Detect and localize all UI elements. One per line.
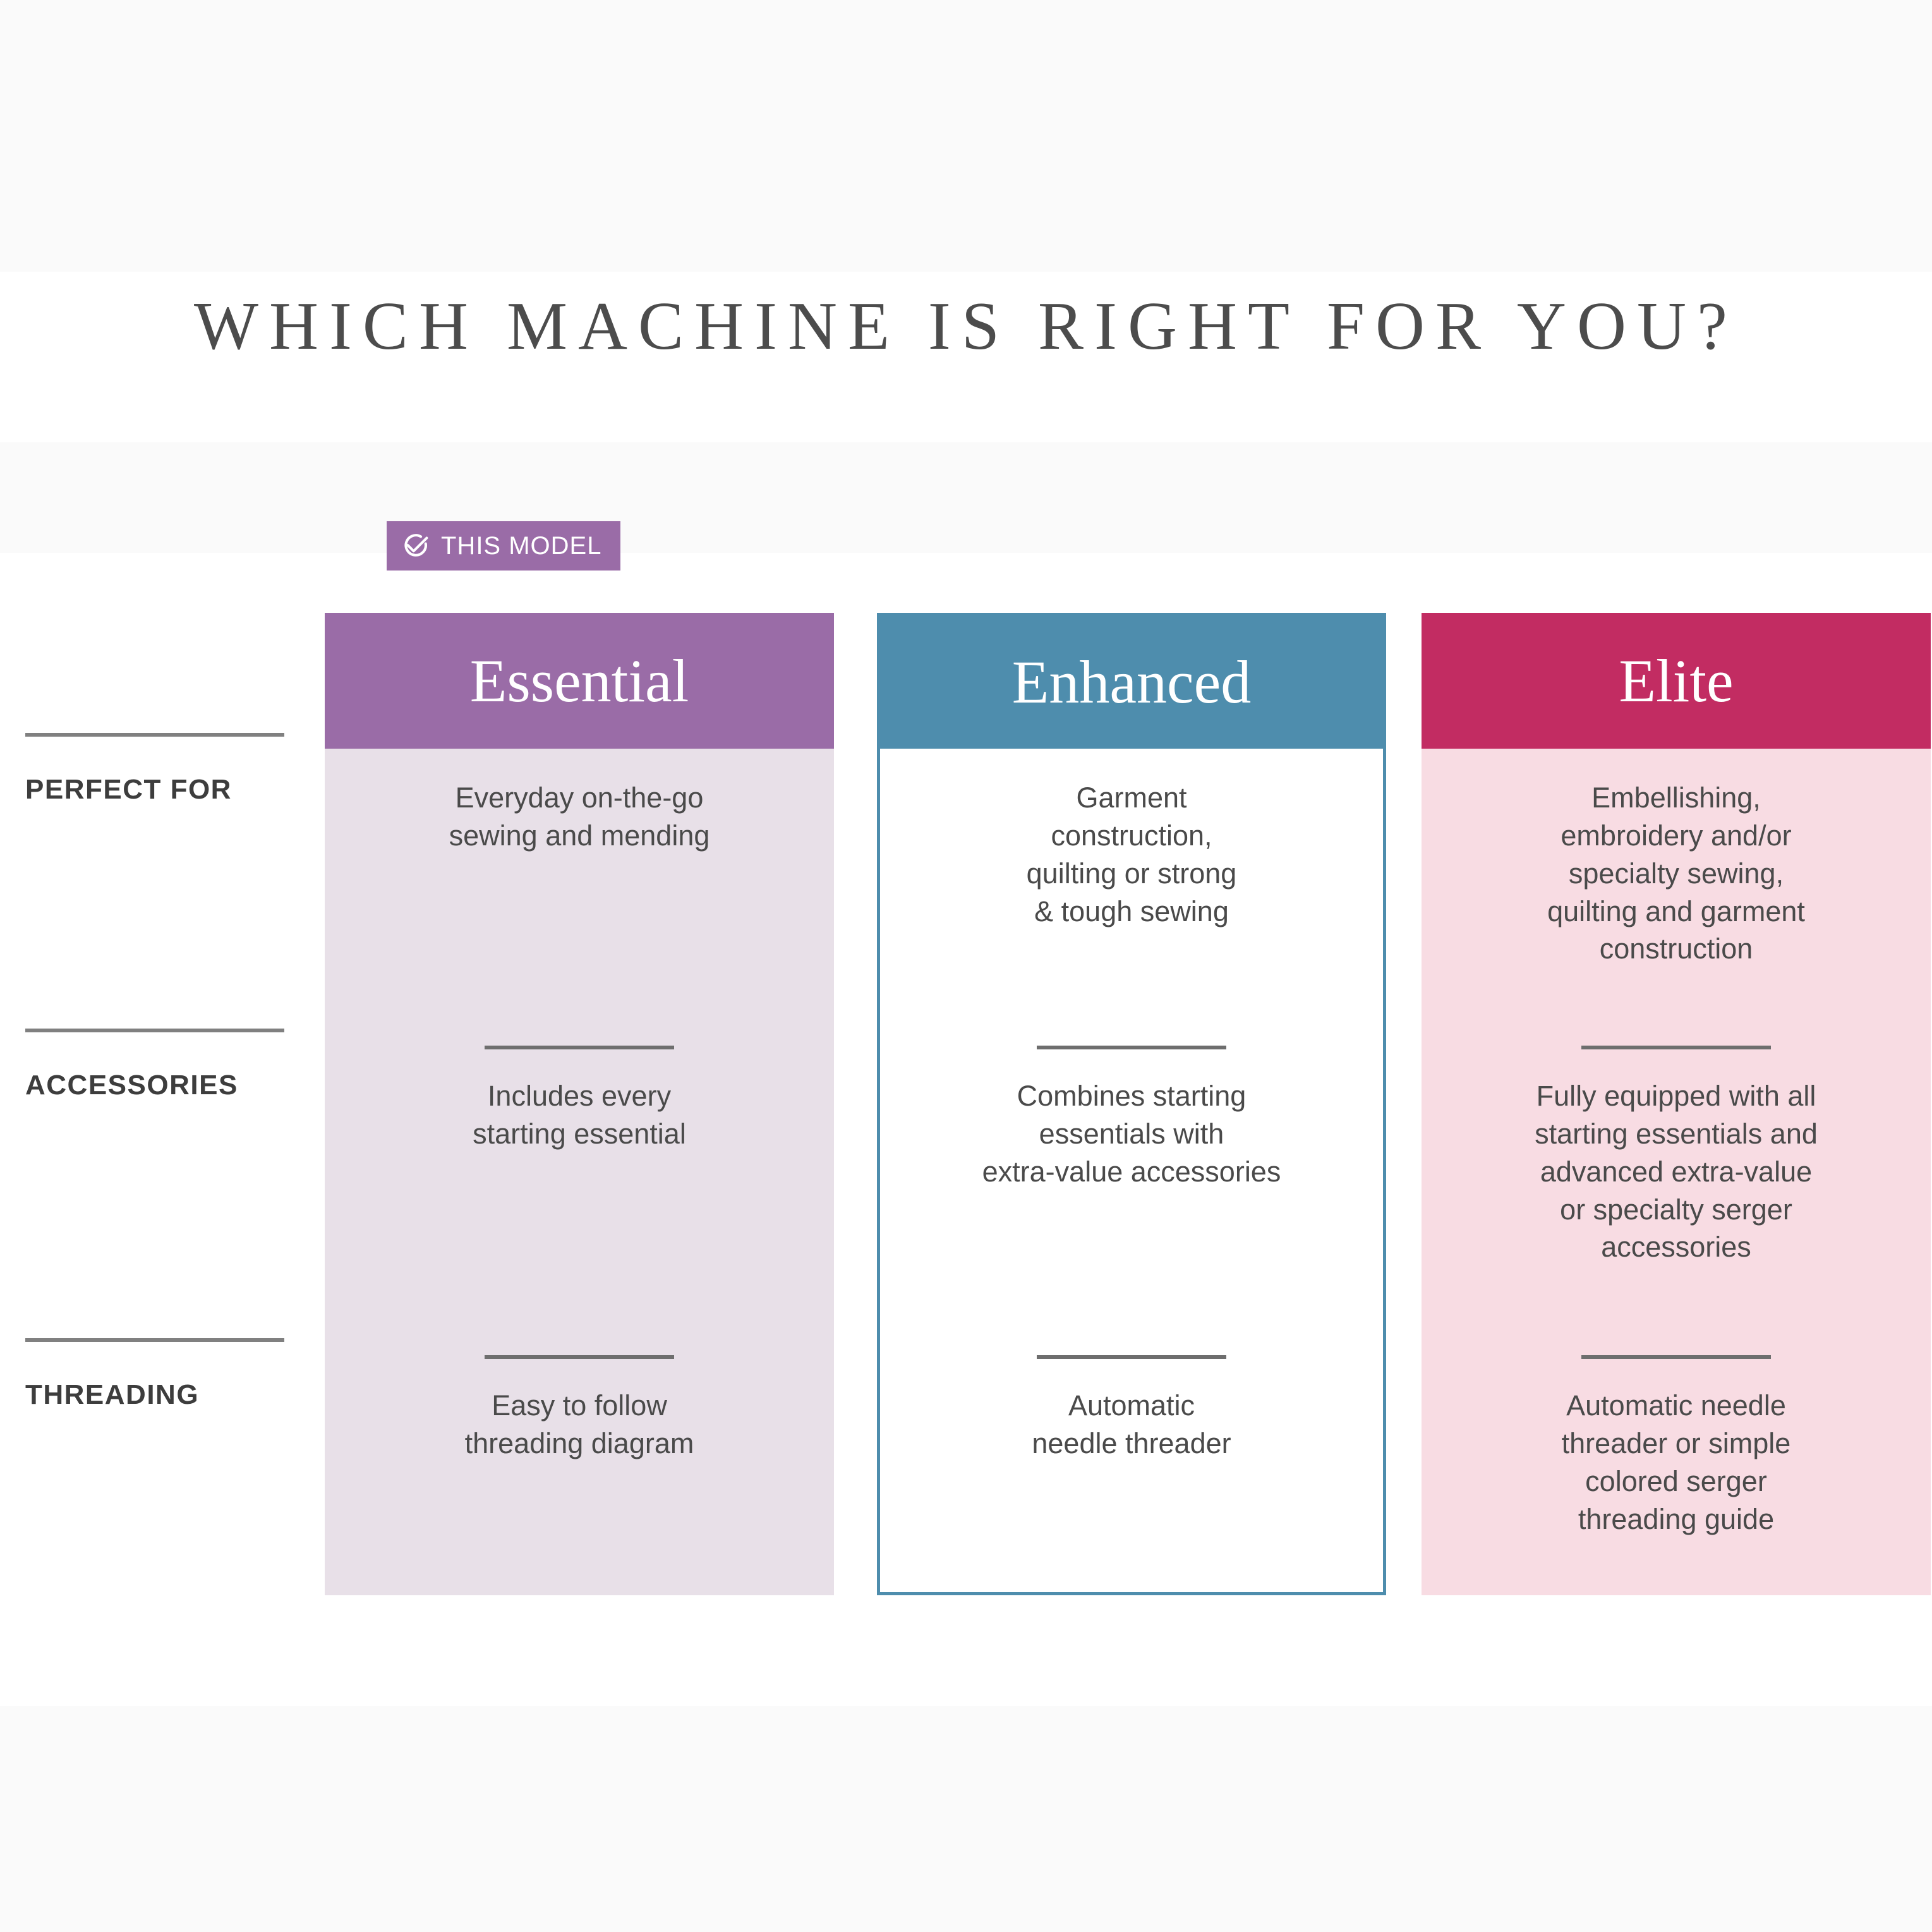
column-title: Enhanced xyxy=(1011,648,1252,716)
cell-divider xyxy=(485,1046,674,1049)
cell-divider xyxy=(1037,1046,1226,1049)
cell-text: Includes every starting essential xyxy=(473,1080,686,1150)
column-title: Essential xyxy=(469,646,689,715)
background-band-middle xyxy=(0,442,1932,553)
cell-divider xyxy=(1581,1355,1771,1359)
cell-perfect-for: Embellishing, embroidery and/or specialt… xyxy=(1422,779,1931,968)
column-title: Elite xyxy=(1619,646,1734,715)
row-label-perfect-for: PERFECT FOR xyxy=(25,733,291,804)
row-label-rule xyxy=(25,1338,284,1342)
cell-text: Embellishing, embroidery and/or specialt… xyxy=(1547,782,1805,965)
cell-text: Automatic needle threader or simple colo… xyxy=(1561,1389,1791,1535)
badge-pill: THIS MODEL xyxy=(387,521,621,571)
row-label-column: PERFECT FOR ACCESSORIES THREADING xyxy=(25,543,291,1681)
cell-divider xyxy=(485,1355,674,1359)
page-title: WHICH MACHINE IS RIGHT FOR YOU? xyxy=(194,289,1738,364)
column-header-essential: Essential xyxy=(325,613,834,749)
check-circle-icon xyxy=(404,534,428,557)
row-label-text: THREADING xyxy=(25,1379,200,1410)
cell-perfect-for: Garment construction, quilting or strong… xyxy=(880,779,1383,930)
cell-threading: Automatic needle threader or simple colo… xyxy=(1422,1355,1931,1538)
cell-text: Easy to follow threading diagram xyxy=(464,1389,694,1459)
cell-divider xyxy=(1037,1355,1226,1359)
cell-accessories: Includes every starting essential xyxy=(325,1046,834,1153)
row-label-accessories: ACCESSORIES xyxy=(25,1029,291,1099)
cell-threading: Easy to follow threading diagram xyxy=(325,1355,834,1463)
cell-text: Automatic needle threader xyxy=(1032,1389,1231,1459)
column-body-enhanced: Garment construction, quilting or strong… xyxy=(877,749,1386,1595)
cell-text: Combines starting essentials with extra-… xyxy=(982,1080,1281,1188)
cell-divider xyxy=(1581,1046,1771,1049)
title-plate xyxy=(114,272,1889,404)
cell-accessories: Fully equipped with all starting essenti… xyxy=(1422,1046,1931,1266)
column-header-elite: Elite xyxy=(1422,613,1931,749)
background-band-top xyxy=(0,0,1932,272)
badge-label: THIS MODEL xyxy=(441,532,602,560)
row-label-text: ACCESSORIES xyxy=(25,1070,238,1101)
row-label-text: PERFECT FOR xyxy=(25,774,232,805)
cell-text: Fully equipped with all starting essenti… xyxy=(1535,1080,1818,1264)
comparison-grid: PERFECT FOR ACCESSORIES THREADING THIS M… xyxy=(0,521,1932,1681)
column-body-essential: Everyday on-the-go sewing and mending In… xyxy=(325,749,834,1595)
column-header-enhanced: Enhanced xyxy=(877,613,1386,749)
cell-text: Garment construction, quilting or strong… xyxy=(1026,782,1237,927)
background-band-bottom xyxy=(0,1706,1932,1932)
row-label-rule xyxy=(25,1029,284,1032)
row-label-threading: THREADING xyxy=(25,1338,291,1409)
column-body-elite: Embellishing, embroidery and/or specialt… xyxy=(1422,749,1931,1595)
this-model-badge: THIS MODEL xyxy=(387,521,621,572)
cell-text: Everyday on-the-go sewing and mending xyxy=(449,782,710,852)
cell-accessories: Combines starting essentials with extra-… xyxy=(880,1046,1383,1191)
row-label-rule xyxy=(25,733,284,737)
cell-perfect-for: Everyday on-the-go sewing and mending xyxy=(325,779,834,855)
cell-threading: Automatic needle threader xyxy=(880,1355,1383,1463)
